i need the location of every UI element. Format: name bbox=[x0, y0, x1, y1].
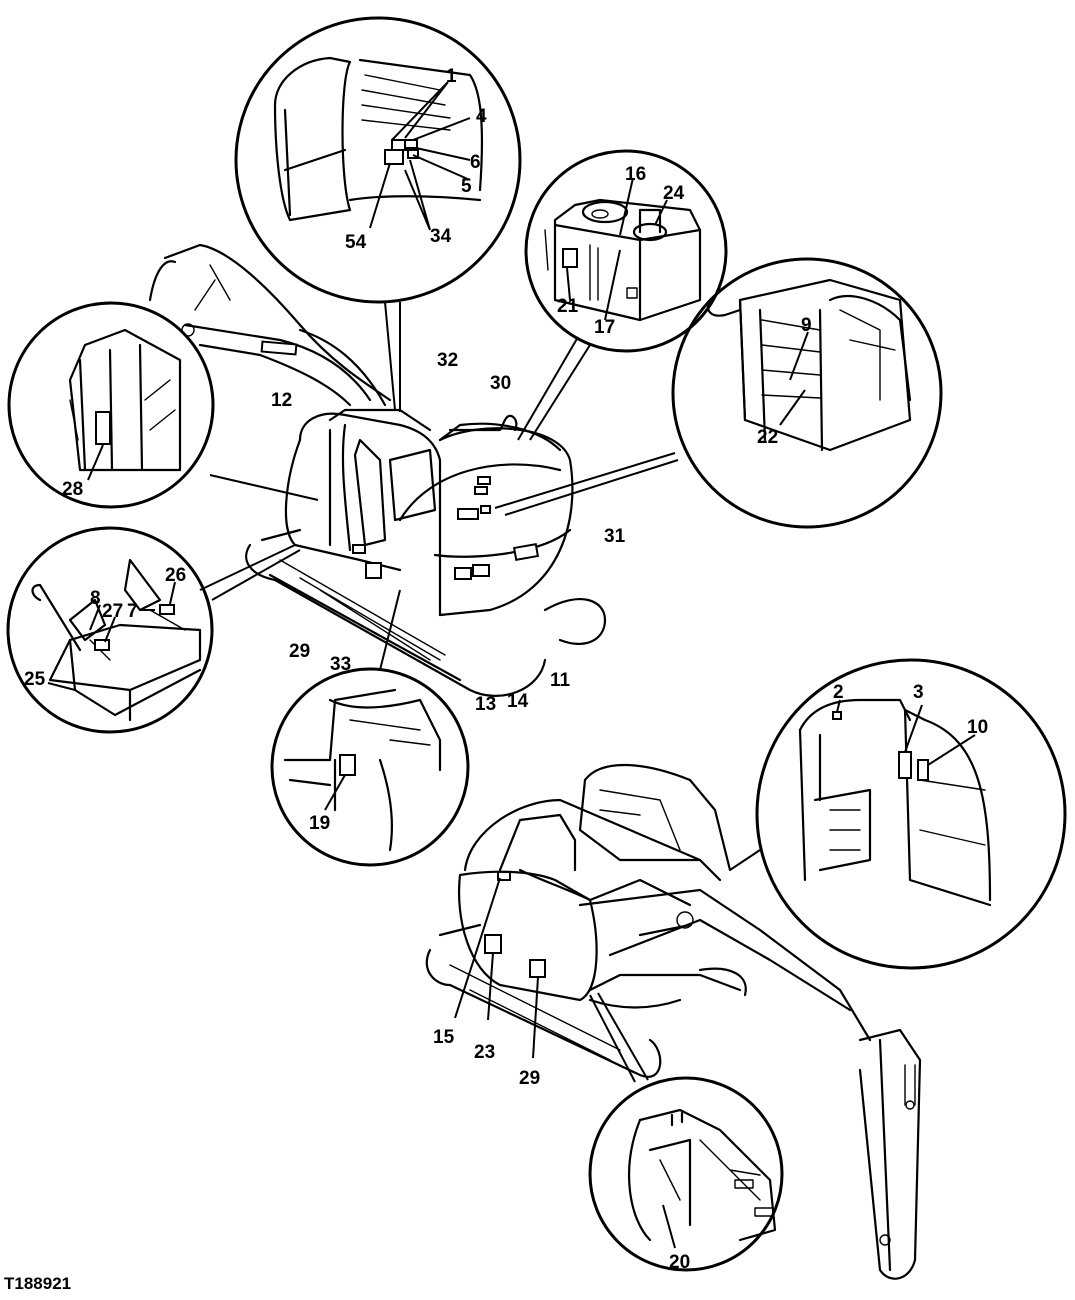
callout-27: 27 bbox=[102, 601, 123, 622]
callout-1: 1 bbox=[446, 66, 457, 87]
callout-8: 8 bbox=[90, 588, 101, 609]
callout-24: 24 bbox=[663, 183, 685, 204]
callout-5: 5 bbox=[461, 176, 472, 197]
callout-22: 22 bbox=[757, 427, 778, 448]
callout-28: 28 bbox=[62, 479, 83, 500]
callout-15: 15 bbox=[433, 1027, 455, 1048]
callout-21: 21 bbox=[557, 296, 579, 317]
callout-14: 14 bbox=[507, 691, 529, 712]
detail-cab-interior bbox=[7, 301, 319, 509]
callout-10: 10 bbox=[967, 717, 988, 738]
callout-32: 32 bbox=[437, 350, 458, 371]
detail-cab-door bbox=[729, 658, 1067, 970]
callout-25: 25 bbox=[24, 669, 46, 690]
excavator-front-view bbox=[148, 243, 607, 697]
callout-30: 30 bbox=[490, 373, 511, 394]
callout-33: 33 bbox=[330, 654, 351, 675]
callout-16: 16 bbox=[625, 164, 646, 185]
detail-rear-access bbox=[588, 992, 784, 1272]
detail-radiator bbox=[494, 257, 943, 529]
callout-6: 6 bbox=[470, 152, 481, 173]
callout-17: 17 bbox=[594, 317, 615, 338]
callout-19: 19 bbox=[309, 813, 330, 834]
detail-control-console bbox=[6, 526, 301, 734]
detail-side-panel bbox=[270, 589, 470, 867]
excavator-rear-view bbox=[425, 764, 922, 1280]
figure-id: T188921 bbox=[4, 1274, 72, 1293]
callout-7: 7 bbox=[127, 601, 138, 622]
callout-34: 34 bbox=[430, 226, 452, 247]
callout-9: 9 bbox=[801, 315, 812, 336]
callout-26: 26 bbox=[165, 565, 186, 586]
callout-4: 4 bbox=[476, 106, 487, 127]
callout-29-front: 29 bbox=[289, 641, 310, 662]
callout-29-rear: 29 bbox=[519, 1068, 540, 1089]
callout-31: 31 bbox=[604, 526, 626, 547]
callout-2: 2 bbox=[833, 682, 844, 703]
callout-3: 3 bbox=[913, 682, 924, 703]
callout-12: 12 bbox=[271, 390, 292, 411]
callout-11: 11 bbox=[550, 670, 571, 691]
callout-23: 23 bbox=[474, 1042, 495, 1063]
callout-54: 54 bbox=[345, 232, 367, 253]
detail-cab-window bbox=[234, 16, 522, 412]
detail-fuel-tank bbox=[517, 149, 728, 441]
callout-labels: 1 4 6 5 54 34 16 24 21 17 9 22 12 32 30 … bbox=[24, 66, 988, 1273]
callout-13: 13 bbox=[475, 694, 496, 715]
callout-20: 20 bbox=[669, 1252, 690, 1273]
